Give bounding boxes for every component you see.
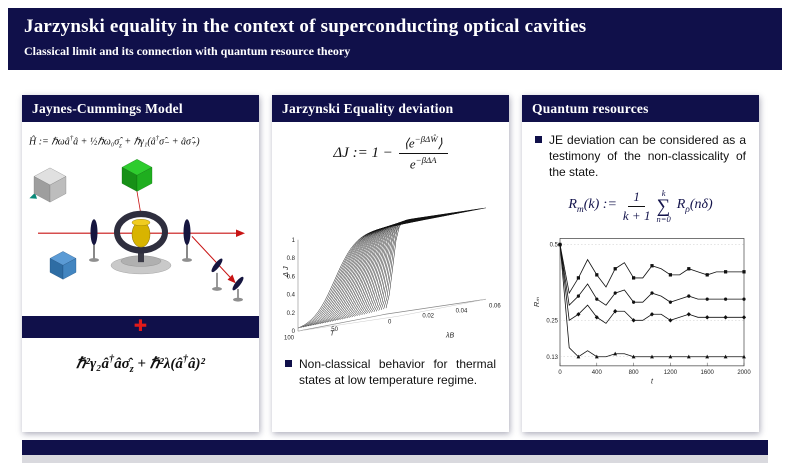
lens-right	[182, 219, 192, 263]
svg-text:0.4: 0.4	[287, 292, 296, 299]
svg-text:0.02: 0.02	[422, 313, 434, 320]
rm-frac-denominator: k + 1	[622, 207, 651, 223]
page-subtitle: Classical limit and its connection with …	[24, 44, 351, 58]
svg-text:0: 0	[388, 319, 392, 326]
delta-j-fraction: ⟨e−βΔŴ⟩ e−βΔA	[398, 134, 448, 172]
optical-setup-figure	[22, 155, 259, 310]
svg-text:800: 800	[628, 369, 639, 376]
jarzynski-bullet: Non-classical behavior for thermal state…	[272, 356, 509, 388]
panel-resources-header: Quantum resources	[522, 95, 759, 122]
mirror-2	[232, 277, 244, 302]
svg-text:t: t	[651, 378, 654, 386]
poster-header: Jarzynski equality in the context of sup…	[8, 8, 782, 70]
rm-line-chart: 0.13 0.25 0.5 0 400 800 1200 1600 2000 t Rₘ	[533, 238, 751, 386]
delta-j-denominator: e−βΔA	[409, 154, 437, 171]
svg-text:1: 1	[292, 237, 296, 244]
panel-jaynes-cummings: Jaynes-Cummings Model Ĥ := ℏωâ†â + ½ℏω₀σ…	[22, 95, 259, 432]
gray-cube	[33, 168, 67, 203]
bullet-square-icon	[535, 136, 542, 143]
svg-text:0.04: 0.04	[456, 308, 468, 315]
svg-text:0.5: 0.5	[549, 242, 558, 249]
green-cube	[121, 159, 153, 193]
svg-text:0.06: 0.06	[489, 303, 501, 310]
rm-summation: k ∑ n=0	[656, 189, 670, 223]
panel-jarzynski-deviation: Jarzynski Equality deviation ΔJ := 1 − ⟨…	[272, 95, 509, 432]
resources-bullet-text: JE deviation can be considered as a test…	[549, 133, 746, 180]
svg-text:100: 100	[284, 335, 295, 342]
svg-text:1600: 1600	[700, 369, 714, 376]
optical-setup-svg	[29, 159, 245, 302]
beam-arrow-diagonal-icon	[227, 274, 236, 284]
svg-text:0.2: 0.2	[287, 310, 296, 317]
svg-text:2000: 2000	[737, 369, 751, 376]
cavity-ring	[114, 211, 168, 254]
svg-text:λB: λB	[445, 330, 454, 339]
cavity-assembly	[110, 211, 172, 275]
panel-jaynes-header: Jaynes-Cummings Model	[22, 95, 259, 122]
svg-text:0: 0	[558, 369, 562, 376]
svg-text:Δ J: Δ J	[281, 266, 290, 278]
rm-lhs: Rm(k) :=	[568, 197, 617, 216]
bottom-strip	[22, 455, 768, 463]
beam-arrow-right-icon	[236, 229, 245, 238]
page-title: Jarzynski equality in the context of sup…	[24, 16, 587, 37]
delta-j-equation: ΔJ := 1 − ⟨e−βΔŴ⟩ e−βΔA	[272, 134, 509, 172]
rm-rhs: Rρ(nδ)	[676, 197, 713, 216]
hamiltonian-equation: Ĥ := ℏωâ†â + ½ℏω₀σ̂z + ℏγ₁(â†σ̂₋ + âσ̂₊)	[29, 135, 200, 150]
nonlinear-terms-equation: ℏ²γ₂â†âσ̂z + ℏ²λ(â†â)²	[76, 354, 205, 376]
rm-fraction: 1 k + 1	[623, 189, 651, 225]
svg-text:0.25: 0.25	[546, 317, 558, 324]
svg-text:0: 0	[292, 328, 296, 335]
rm-equation: Rm(k) := 1 k + 1 k ∑ n=0 Rρ(nδ)	[522, 189, 759, 225]
delta-j-lhs: ΔJ := 1 −	[333, 144, 393, 161]
rm-frac-numerator: 1	[628, 189, 645, 207]
blue-cube	[49, 251, 77, 280]
sum-icon: ∑	[656, 195, 671, 217]
sum-upper-limit: k	[661, 188, 666, 199]
svg-text:0.6: 0.6	[287, 273, 296, 280]
lens-left	[89, 219, 99, 263]
svg-text:0.8: 0.8	[287, 255, 296, 262]
svg-text:50: 50	[331, 326, 338, 333]
plus-icon: ✚	[133, 318, 148, 336]
resources-bullet: JE deviation can be considered as a test…	[522, 132, 759, 181]
sum-lower-limit: n=0	[656, 213, 671, 224]
delta-j-numerator: ⟨e−βΔŴ⟩	[398, 134, 448, 154]
bottom-bar	[22, 440, 768, 455]
svg-text:400: 400	[591, 369, 602, 376]
panel-quantum-resources: Quantum resources JE deviation can be co…	[522, 95, 759, 432]
bullet-square-icon	[285, 360, 292, 368]
svg-text:T: T	[330, 328, 335, 337]
plus-band: ✚	[22, 316, 259, 339]
panel-jarzynski-header: Jarzynski Equality deviation	[272, 95, 509, 122]
svg-text:1200: 1200	[663, 369, 677, 376]
jarzynski-bullet-text: Non-classical behavior for thermal state…	[299, 357, 496, 388]
mirror-1	[211, 258, 223, 292]
svg-text:Rₘ: Rₘ	[533, 297, 541, 307]
svg-text:0.13: 0.13	[546, 354, 558, 361]
